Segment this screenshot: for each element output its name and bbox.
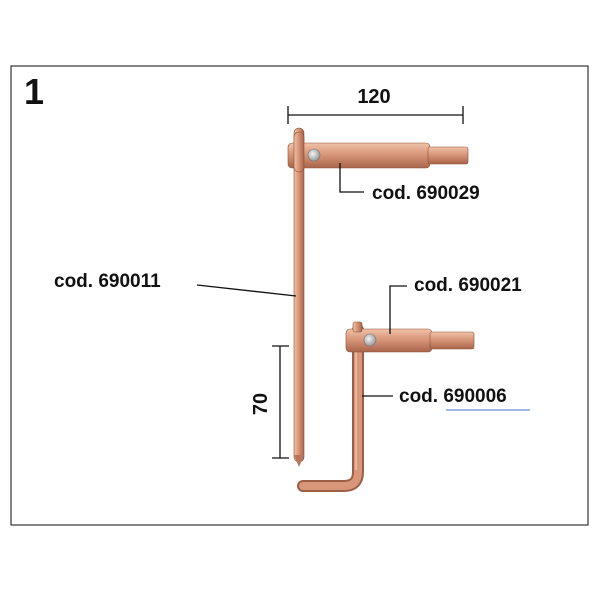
leader-690029 bbox=[339, 163, 364, 193]
dimension-120: 120 bbox=[287, 86, 464, 124]
dimension-70-label: 70 bbox=[250, 393, 272, 415]
dimension-70: 70 bbox=[250, 345, 289, 459]
panel-number: 1 bbox=[24, 71, 44, 112]
dimension-120-label: 120 bbox=[357, 86, 390, 108]
leader-690021 bbox=[389, 285, 407, 334]
code-690006: cod. 690006 bbox=[399, 386, 507, 407]
screw-icon bbox=[363, 333, 377, 347]
lower-holder bbox=[345, 321, 475, 353]
code-690029: cod. 690029 bbox=[372, 183, 480, 204]
screw-icon bbox=[307, 148, 321, 162]
upper-holder bbox=[287, 131, 469, 173]
leader-690011 bbox=[196, 284, 297, 297]
code-690011: cod. 690011 bbox=[54, 271, 161, 292]
code-690021: cod. 690021 bbox=[414, 275, 522, 296]
bent-rod bbox=[297, 324, 364, 492]
long-rod bbox=[293, 127, 305, 467]
